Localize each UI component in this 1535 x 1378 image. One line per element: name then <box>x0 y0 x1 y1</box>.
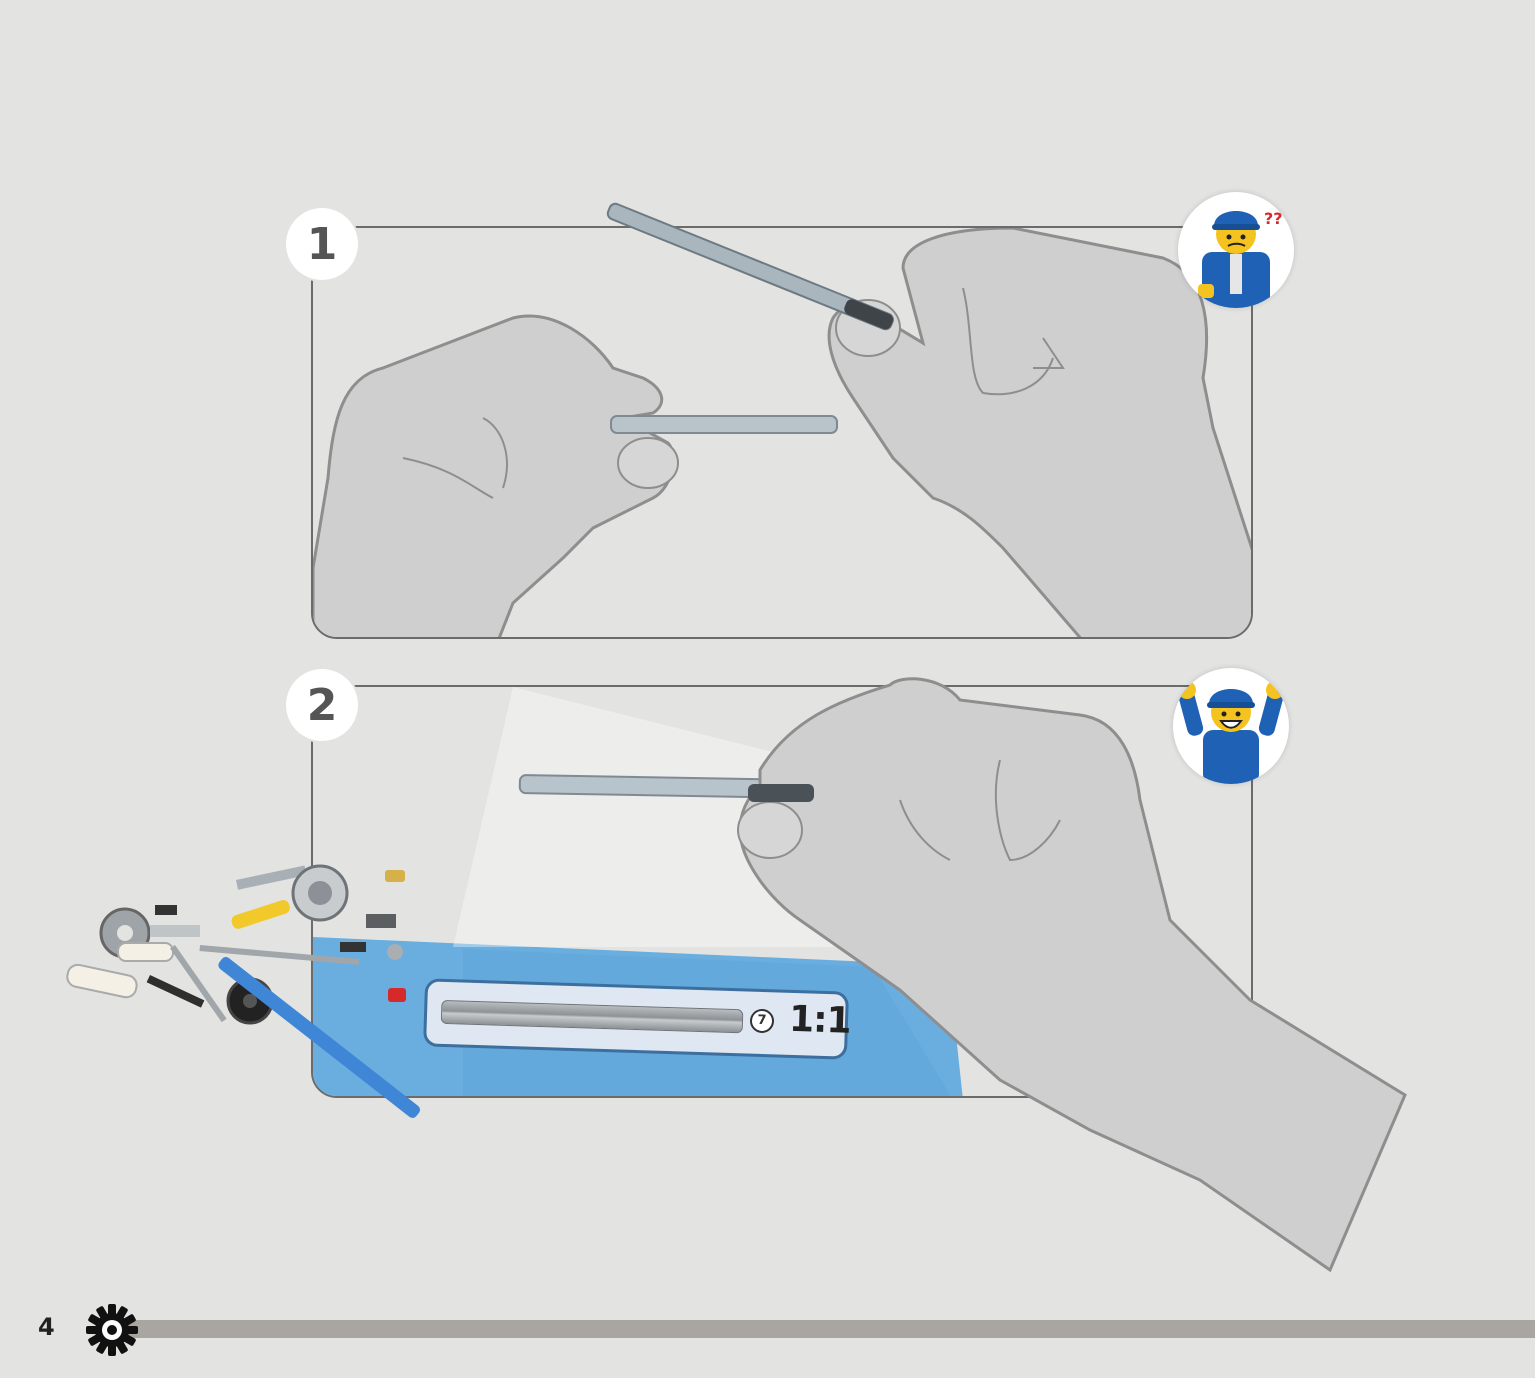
right-hand <box>827 228 1251 637</box>
axle-scale-rod <box>440 999 744 1034</box>
cheering-minifigure-icon <box>1173 668 1289 784</box>
step-1-panel <box>311 226 1253 639</box>
axle-rod <box>518 774 819 800</box>
page-number: 4 <box>38 1313 55 1341</box>
step-number-2: 2 <box>286 669 358 741</box>
svg-text:??: ?? <box>1264 209 1283 228</box>
scale-ratio-label: 1:1 <box>788 998 852 1042</box>
footer-bar <box>110 1320 1535 1338</box>
axle-rod-left <box>610 415 838 434</box>
gear-icon <box>86 1304 138 1356</box>
left-hand <box>313 314 675 637</box>
step-1-illustration <box>313 228 1251 637</box>
step-number-1: 1 <box>286 208 358 280</box>
confused-minifigure-icon: ?? <box>1178 192 1294 308</box>
scale-callout: 7 1:1 <box>423 978 852 1060</box>
axle-length-badge: 7 <box>749 1008 775 1034</box>
